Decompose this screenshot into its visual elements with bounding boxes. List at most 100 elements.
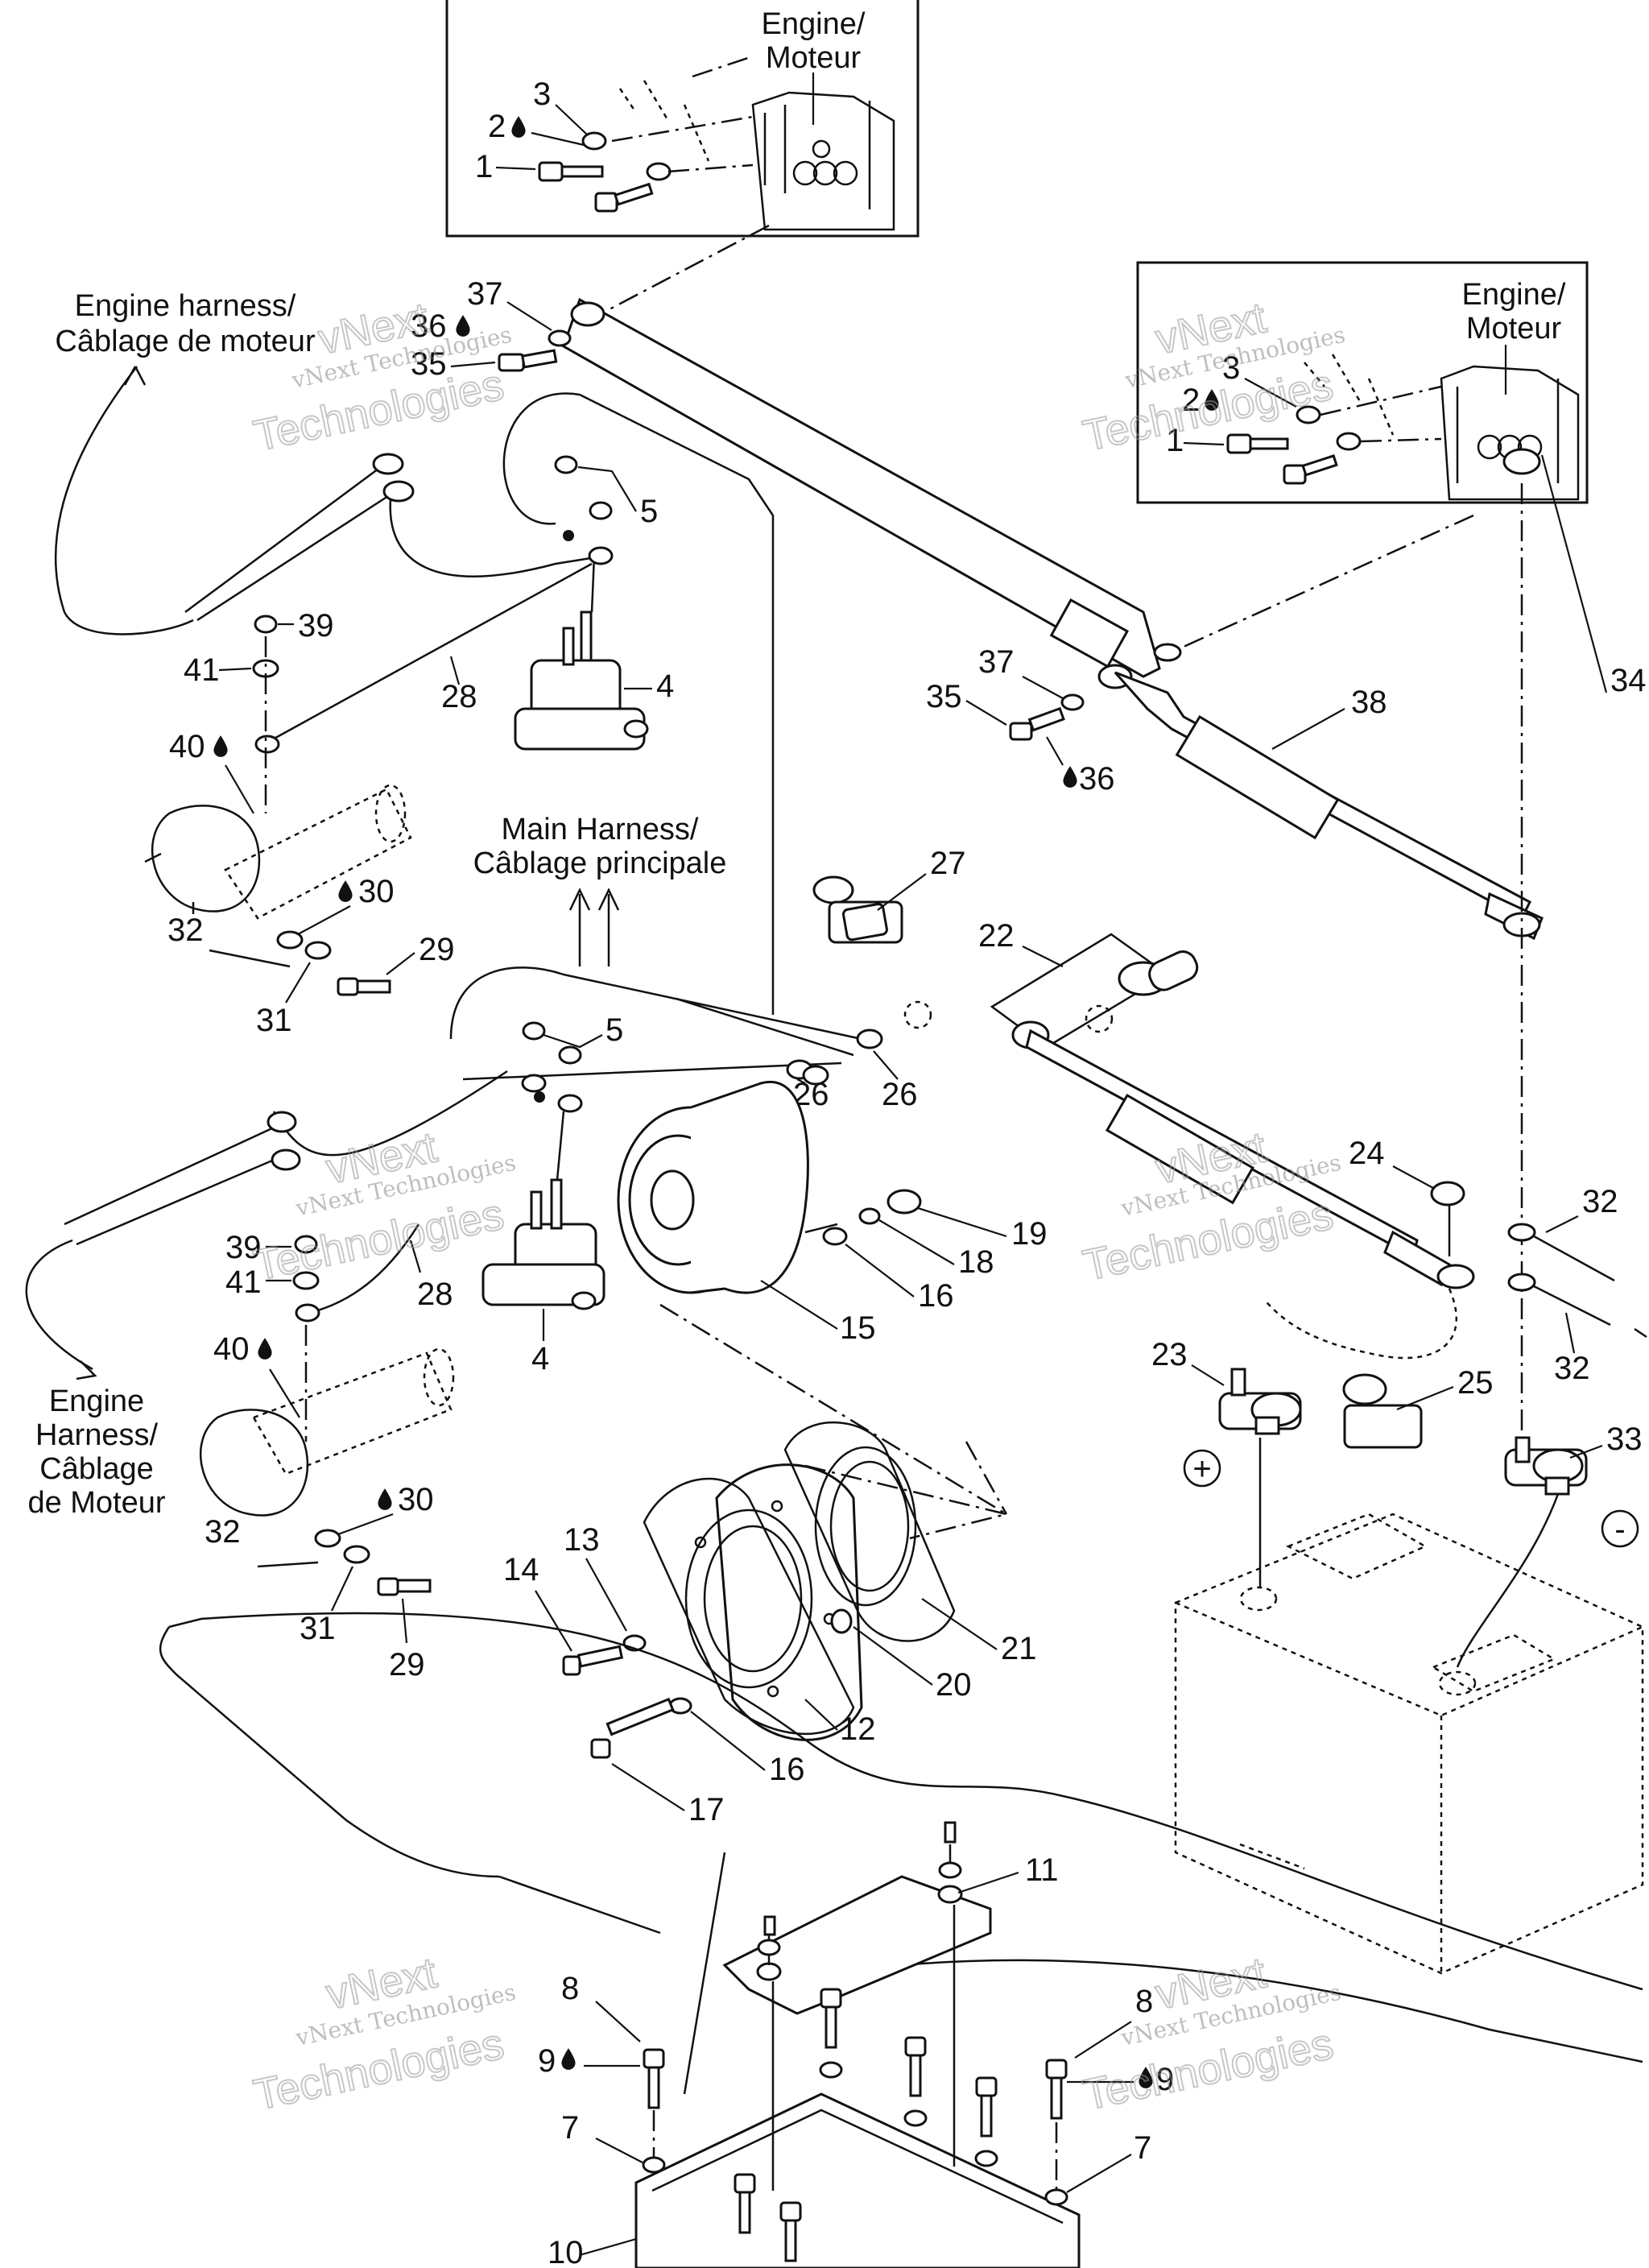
callout-40-bottom: 40 — [213, 1331, 250, 1367]
callout-32-right-bottom: 32 — [1554, 1351, 1590, 1386]
starter-wire-28-top — [269, 562, 593, 743]
callout-16-top: 16 — [918, 1278, 954, 1314]
callout-30-bottom: 30 — [398, 1482, 434, 1517]
watermark-mid-right: vNext Technologies vNext Technologies — [1078, 1122, 1343, 1290]
callout-28-top: 28 — [441, 679, 477, 714]
engine-block-sketch — [751, 91, 895, 231]
battery — [1174, 1513, 1644, 1975]
nut-5-top — [554, 455, 578, 474]
terminal-cap-25 — [1342, 1373, 1423, 1449]
callout-35-top: 35 — [411, 346, 447, 382]
callout-1-right: 1 — [1166, 423, 1184, 458]
callout-7-left: 7 — [561, 2110, 579, 2146]
engine-harness-lower-2: Harness/ — [35, 1418, 158, 1452]
engine-harness-label-2: Câblage de moteur — [55, 325, 316, 358]
nut-39-bottom — [294, 1235, 318, 1254]
oil-drop-icon — [213, 735, 228, 757]
bolt-2-right — [1283, 464, 1307, 485]
callout-32-bottom: 32 — [205, 1514, 241, 1550]
spacer-20 — [830, 1608, 853, 1634]
engine-harness-lower-1: Engine — [49, 1384, 144, 1418]
washer-3-right — [1296, 405, 1321, 424]
callout-11: 11 — [1025, 1852, 1059, 1888]
callout-18: 18 — [958, 1244, 994, 1280]
starter-motor-bottom — [199, 1347, 455, 1517]
watermark-mid-left: vNext Technologies vNext Technologies — [249, 1122, 518, 1290]
callout-39-bottom: 39 — [225, 1230, 262, 1265]
washer-18 — [858, 1207, 881, 1225]
callout-9-left: 9 — [538, 2043, 556, 2079]
callout-24: 24 — [1349, 1136, 1385, 1171]
svg-text:Technologies: Technologies — [250, 2020, 508, 2120]
nut-19 — [886, 1189, 922, 1215]
screw-17 — [590, 1738, 611, 1759]
callout-15: 15 — [840, 1310, 876, 1346]
solenoid-4-top — [514, 610, 649, 751]
engine-label-top-2: Moteur — [766, 41, 862, 75]
callout-30-top: 30 — [358, 874, 395, 909]
callout-7-right: 7 — [1134, 2130, 1151, 2166]
bolt-8-right — [1045, 2059, 1068, 2080]
nut-24 — [1430, 1181, 1465, 1206]
positive-cable-38 — [1097, 664, 1544, 941]
engine-label-top-1: Engine/ — [762, 7, 866, 41]
callout-4-bottom: 4 — [531, 1341, 549, 1376]
callout-39-top: 39 — [298, 608, 334, 644]
callout-8-right: 8 — [1135, 1984, 1153, 2019]
callout-23: 23 — [1151, 1337, 1188, 1372]
bolt-29-bottom — [377, 1577, 399, 1596]
callout-38: 38 — [1351, 685, 1387, 720]
callout-32-right-top: 32 — [1582, 1184, 1618, 1219]
callout-20: 20 — [936, 1667, 972, 1703]
callout-36-top: 36 — [411, 308, 447, 344]
callout-16-bottom: 16 — [769, 1752, 805, 1787]
svg-text:Technologies: Technologies — [1079, 2020, 1337, 2120]
nut-34 — [1502, 448, 1541, 475]
oil-drop-icon — [561, 2048, 576, 2070]
hull-outline — [168, 1612, 1643, 1991]
oil-drop-icon — [338, 880, 353, 902]
gasket-21 — [783, 1422, 956, 1642]
main-harness-label-2: Câblage principale — [473, 846, 727, 880]
callout-10: 10 — [548, 2235, 584, 2268]
bolt-1-top — [538, 161, 604, 182]
callout-27: 27 — [930, 846, 966, 881]
callout-21: 21 — [1001, 1631, 1037, 1666]
engine-harness-lower-4: de Moteur — [27, 1486, 165, 1520]
bolt-29-top — [337, 977, 359, 996]
callout-4-top: 4 — [656, 668, 674, 704]
battery-strap-11 — [722, 1875, 992, 2015]
callout-25: 25 — [1457, 1365, 1494, 1401]
wire-32-bottom — [257, 1561, 319, 1568]
harness-wires-bottom — [64, 1111, 420, 1314]
positive-sign: + — [1192, 1451, 1211, 1487]
tray-hardware — [734, 1821, 998, 2262]
callout-5-top: 5 — [640, 494, 658, 529]
washer-3-top — [581, 131, 607, 151]
cable-24 — [1011, 1020, 1475, 1289]
callout-31-top: 31 — [256, 1003, 292, 1038]
callout-29-top: 29 — [419, 932, 455, 967]
callout-32-top: 32 — [167, 913, 204, 948]
callout-2-top: 2 — [488, 109, 506, 144]
engine-label-right-1: Engine/ — [1462, 278, 1566, 312]
nut-39-top — [254, 615, 278, 634]
callout-9-right: 9 — [1156, 2062, 1174, 2097]
oil-drop-icon — [378, 1488, 392, 1510]
watermark-bottom-left: vNext Technologies vNext Technologies — [249, 1947, 518, 2120]
washer-37-right — [1060, 693, 1085, 711]
bolt-1-right — [1226, 433, 1252, 454]
positive-symbol — [1183, 1449, 1221, 1488]
washer-41-bottom — [292, 1271, 320, 1290]
main-harness-label-1: Main Harness/ — [502, 813, 699, 846]
ground-cable — [562, 297, 1182, 678]
terminal-cap-27 — [812, 875, 903, 944]
washer-3b-top — [646, 162, 672, 181]
callout-3-top: 3 — [533, 77, 551, 112]
bolt-35 — [498, 353, 525, 372]
callout-2-right: 2 — [1182, 383, 1200, 418]
washer-7-right — [1044, 2188, 1068, 2206]
engine-harness-lower-3: Câblage — [39, 1452, 154, 1486]
callout-17: 17 — [688, 1792, 725, 1827]
